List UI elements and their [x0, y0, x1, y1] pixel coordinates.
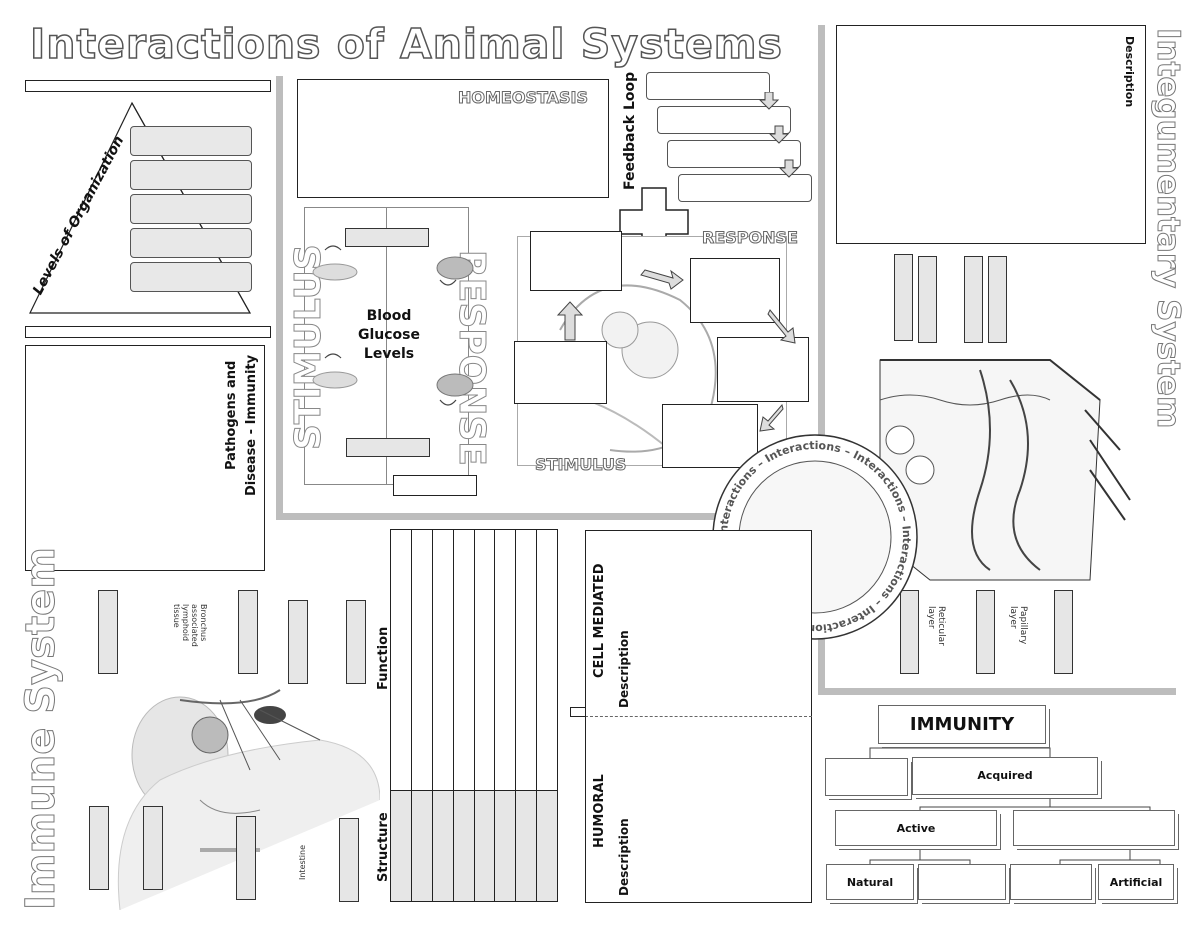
feedback-loop-label: Feedback Loop: [622, 71, 638, 190]
skin-label-box-5[interactable]: [900, 590, 919, 674]
skin-label-box-7[interactable]: [1054, 590, 1073, 674]
table-column[interactable]: [411, 530, 433, 901]
blood-glucose-label-line-2: Glucose: [357, 327, 420, 343]
papillary-layer-label: Papillary layer: [1008, 606, 1028, 645]
birth-box-4[interactable]: [717, 337, 809, 402]
birth-box-3[interactable]: [690, 258, 780, 323]
skin-label-box-1[interactable]: [894, 254, 913, 341]
skin-label-box-4[interactable]: [988, 256, 1007, 343]
humoral-label: HUMORAL: [592, 774, 607, 848]
bronchus-label: Bronchus associated lymphoid tissue: [172, 604, 208, 647]
level-box-1[interactable]: [130, 126, 252, 156]
feedback-step-2[interactable]: [657, 106, 791, 134]
level-box-3[interactable]: [130, 194, 252, 224]
pancreas-illustrations: [312, 245, 474, 406]
intestine-label: Intestine: [298, 844, 307, 880]
table-column[interactable]: [474, 530, 496, 901]
birth-box-2[interactable]: [514, 341, 607, 404]
glucose-divider: [386, 207, 387, 485]
page-title: Interactions of Animal Systems: [29, 19, 783, 69]
integumentary-description-label: Description: [1123, 36, 1136, 108]
feedback-arrows: [758, 92, 800, 178]
function-label: Function: [376, 626, 391, 690]
immune-label-box-5[interactable]: [89, 806, 109, 890]
integumentary-title: Integumentary System: [1150, 28, 1187, 429]
structure-function-table: [390, 529, 558, 902]
immunity-root-box[interactable]: IMMUNITY: [878, 705, 1046, 744]
glucose-answer-box[interactable]: [393, 475, 477, 496]
level-box-5[interactable]: [130, 262, 252, 292]
pathogens-label-2: Disease - Immunity: [244, 354, 259, 496]
artificial-passive-box[interactable]: Artificial: [1098, 864, 1174, 900]
homeostasis-box[interactable]: [297, 79, 609, 198]
reticular-layer-label: Reticular layer: [926, 606, 946, 646]
birth-box-5[interactable]: [662, 404, 758, 468]
natural-active-box[interactable]: Natural: [826, 864, 914, 900]
cell-mediated-label: CELL MEDIATED: [592, 563, 607, 678]
immune-label-box-4[interactable]: [346, 600, 366, 684]
immune-label-box-2[interactable]: [238, 590, 258, 674]
birth-arrows: [556, 269, 796, 432]
glucose-bottom-box[interactable]: [346, 438, 430, 457]
immune-label-box-1[interactable]: [98, 590, 118, 674]
blood-glucose-label: Blood Glucose Levels: [350, 307, 428, 364]
glucose-top-box[interactable]: [345, 228, 429, 247]
feedback-step-3[interactable]: [667, 140, 801, 168]
pathogens-top-bar: [25, 326, 271, 338]
acquired-box[interactable]: Acquired: [912, 757, 1098, 795]
skin-label-box-6[interactable]: [976, 590, 995, 674]
feedback-step-1[interactable]: [646, 72, 770, 100]
birth-box-1[interactable]: [530, 231, 622, 291]
pathogens-box[interactable]: [25, 345, 265, 571]
integumentary-description-box[interactable]: [836, 25, 1146, 244]
table-column[interactable]: [516, 530, 538, 901]
table-column[interactable]: [432, 530, 454, 901]
blood-glucose-label-line-3: Levels: [363, 346, 415, 362]
response-divider: [585, 716, 812, 717]
acquired-label: Acquired: [977, 769, 1033, 782]
homeostasis-frame-bottom: [276, 513, 816, 520]
innate-box[interactable]: [825, 758, 908, 796]
level-box-4[interactable]: [130, 228, 252, 258]
artificial-label: Artificial: [1109, 876, 1163, 889]
level-box-2[interactable]: [130, 160, 252, 190]
immune-label-box-6[interactable]: [143, 806, 163, 890]
integumentary-frame-bottom: [818, 688, 1176, 695]
humoral-description-label: Description: [617, 818, 631, 896]
skin-label-box-3[interactable]: [964, 256, 983, 343]
natural-label: Natural: [846, 876, 894, 889]
cell-mediated-description-label: Description: [617, 630, 631, 708]
immune-label-box-7[interactable]: [236, 816, 256, 900]
passive-box[interactable]: [1013, 810, 1175, 846]
pathogens-label-1: Pathogens and: [224, 360, 239, 470]
homeostasis-title: HOMEOSTASIS: [457, 88, 589, 108]
immune-title: Immune System: [18, 547, 65, 911]
immunity-root-label: IMMUNITY: [909, 714, 1015, 735]
table-column[interactable]: [453, 530, 475, 901]
levels-top-bar: [25, 80, 271, 92]
stimulus-small-label: STIMULUS: [534, 455, 627, 475]
response-small-label: RESPONSE: [702, 228, 799, 248]
natural-passive-box[interactable]: [1010, 864, 1092, 900]
response-tab: [570, 707, 586, 717]
active-label: Active: [896, 822, 936, 835]
homeostasis-frame-left: [276, 76, 283, 520]
table-column[interactable]: [391, 530, 412, 901]
table-column[interactable]: [495, 530, 517, 901]
immune-label-box-8[interactable]: [339, 818, 359, 902]
table-column[interactable]: [537, 530, 557, 901]
feedback-step-4[interactable]: [678, 174, 812, 202]
childbirth-illustration: [549, 284, 717, 453]
artificial-active-box[interactable]: [918, 864, 1006, 900]
structure-label: Structure: [376, 812, 391, 882]
immune-label-box-3[interactable]: [288, 600, 308, 684]
blood-glucose-label-line-1: Blood: [366, 308, 412, 324]
active-box[interactable]: Active: [835, 810, 997, 846]
skin-label-box-2[interactable]: [918, 256, 937, 343]
